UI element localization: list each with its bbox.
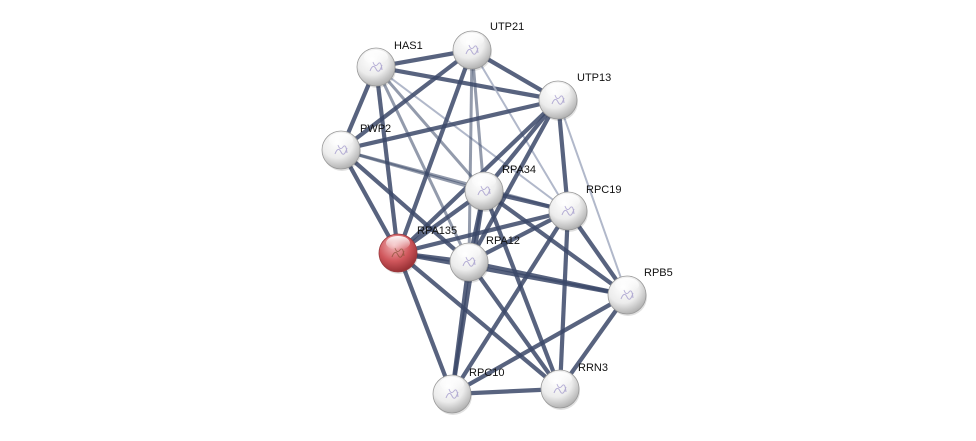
node-highlight bbox=[457, 245, 481, 259]
node-rpa135[interactable]: RPA135 bbox=[378, 225, 457, 274]
protein-structure-icon bbox=[334, 144, 348, 155]
node-label: UTP21 bbox=[490, 21, 524, 33]
node-label: RPC10 bbox=[469, 367, 504, 379]
edge-has1-rpa12[interactable] bbox=[374, 66, 471, 263]
edge-rpa135-rrn3[interactable] bbox=[396, 251, 562, 391]
node-highlight bbox=[329, 133, 353, 147]
node-label: RPA135 bbox=[417, 225, 457, 237]
edge-rpc19-rpa135[interactable] bbox=[397, 208, 569, 256]
node-highlight bbox=[546, 83, 570, 97]
node-highlight bbox=[386, 236, 410, 250]
protein-structure-icon bbox=[369, 61, 383, 72]
nodes-layer: HAS1 UTP21UTP13PWP2RPA34RPC19RPA135RPA12R… bbox=[321, 21, 673, 415]
edge-has1-rpa135[interactable] bbox=[373, 66, 401, 254]
node-label: HAS1 bbox=[394, 40, 423, 52]
node-pwp2[interactable]: PWP2 bbox=[321, 123, 391, 171]
edge-rpa12-rpb5[interactable] bbox=[468, 259, 628, 298]
edge-rpa12-rrn3[interactable] bbox=[467, 260, 562, 391]
node-highlight bbox=[364, 50, 388, 64]
edge-rpb5-rpc10[interactable] bbox=[450, 293, 629, 396]
edge-utp13-pwp2[interactable] bbox=[340, 97, 559, 153]
edge-utp13-rpa12[interactable] bbox=[467, 98, 560, 264]
node-rpc19[interactable]: RPC19 bbox=[548, 184, 621, 232]
edge-rpa135-rpc10[interactable] bbox=[396, 252, 454, 395]
node-rrn3[interactable]: RRN3 bbox=[540, 362, 608, 410]
edge-rpa12-rpc10[interactable] bbox=[449, 261, 472, 395]
edge-pwp2-rpa12[interactable] bbox=[339, 148, 471, 264]
edge-rpc19-rrn3[interactable] bbox=[557, 210, 571, 390]
edge-utp21-rpc19[interactable] bbox=[471, 49, 569, 212]
protein-structure-icon bbox=[391, 247, 405, 258]
node-label: RPA12 bbox=[486, 235, 520, 247]
protein-structure-icon bbox=[561, 205, 575, 216]
node-label: RPA34 bbox=[502, 164, 536, 176]
node-has1[interactable]: HAS1 bbox=[356, 40, 423, 88]
node-label: PWP2 bbox=[360, 123, 391, 135]
node-highlight bbox=[472, 174, 496, 188]
node-highlight bbox=[615, 278, 639, 292]
edge-has1-utp13[interactable] bbox=[375, 64, 559, 103]
node-highlight bbox=[556, 194, 580, 208]
node-label: UTP13 bbox=[577, 72, 611, 84]
protein-structure-icon bbox=[462, 256, 476, 267]
node-rpa12[interactable]: RPA12 bbox=[449, 235, 520, 283]
node-utp13[interactable]: UTP13 bbox=[538, 72, 611, 121]
node-highlight bbox=[440, 377, 464, 391]
edge-utp21-rpa12[interactable] bbox=[467, 49, 474, 263]
edge-utp21-rpa135[interactable] bbox=[396, 49, 474, 254]
edge-utp13-rpa34[interactable] bbox=[482, 98, 560, 193]
protein-structure-icon bbox=[553, 383, 567, 394]
node-highlight bbox=[460, 33, 484, 47]
protein-structure-icon bbox=[477, 185, 491, 196]
protein-structure-icon bbox=[445, 388, 459, 399]
node-label: RPB5 bbox=[644, 267, 673, 279]
node-rpa34[interactable]: RPA34 bbox=[464, 164, 536, 212]
node-rpb5[interactable]: RPB5 bbox=[607, 267, 673, 316]
node-label: RPC19 bbox=[586, 184, 621, 196]
edge-utp13-rpb5[interactable] bbox=[557, 99, 628, 296]
edge-pwp2-rpa135[interactable] bbox=[339, 148, 400, 255]
edge-rpa34-rrn3[interactable] bbox=[482, 190, 562, 390]
protein-structure-icon bbox=[620, 289, 634, 300]
node-rpc10[interactable]: RPC10 bbox=[432, 367, 504, 415]
edge-rpa34-rpb5[interactable] bbox=[482, 189, 629, 297]
node-highlight bbox=[548, 372, 572, 386]
edge-rpc19-rpc10[interactable] bbox=[450, 209, 570, 396]
protein-structure-icon bbox=[465, 44, 479, 55]
node-utp21[interactable]: UTP21 bbox=[452, 21, 524, 71]
protein-structure-icon bbox=[551, 94, 565, 105]
node-label: RRN3 bbox=[578, 362, 608, 374]
edge-utp21-pwp2[interactable] bbox=[339, 48, 474, 152]
edges-layer bbox=[339, 47, 629, 397]
